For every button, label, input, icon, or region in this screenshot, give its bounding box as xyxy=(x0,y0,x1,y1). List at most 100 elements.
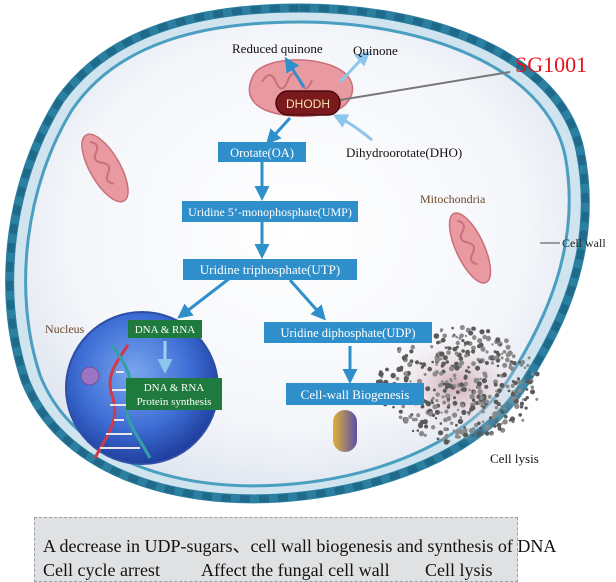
debris-particle xyxy=(496,352,501,357)
debris-particle xyxy=(454,365,460,371)
debris-particle xyxy=(505,384,510,389)
debris-particle xyxy=(515,392,519,396)
debris-particle xyxy=(452,429,455,432)
dna-rna-label: DNA & RNA xyxy=(135,324,196,336)
debris-particle xyxy=(434,417,438,420)
debris-particle xyxy=(409,349,414,354)
debris-particle xyxy=(471,349,476,354)
debris-particle xyxy=(467,413,471,416)
debris-particle xyxy=(439,371,444,376)
debris-particle xyxy=(423,373,427,376)
debris-particle xyxy=(438,430,444,436)
debris-particle xyxy=(459,416,463,419)
debris-particle xyxy=(496,364,500,368)
debris-particle xyxy=(444,409,449,414)
debris-particle xyxy=(472,402,477,406)
debris-particle xyxy=(455,423,458,427)
debris-particle xyxy=(443,427,448,432)
debris-particle xyxy=(414,417,418,422)
debris-particle xyxy=(403,416,409,423)
debris-particle xyxy=(495,337,501,343)
debris-particle xyxy=(492,411,498,417)
debris-particle xyxy=(510,391,516,397)
debris-particle xyxy=(431,360,435,364)
debris-particle xyxy=(463,374,468,379)
box-orotate[interactable]: Orotate(OA) xyxy=(218,142,306,162)
wall-vesicle xyxy=(333,410,357,452)
debris-particle xyxy=(461,349,465,353)
box-cell-wall-biogenesis[interactable]: Cell-wall Biogenesis xyxy=(286,383,424,405)
debris-particle xyxy=(521,418,525,422)
debris-particle xyxy=(463,432,468,437)
debris-particle xyxy=(499,343,502,346)
debris-particle xyxy=(497,388,502,393)
debris-particle xyxy=(434,404,438,408)
debris-particle xyxy=(502,350,507,354)
debris-particle xyxy=(476,381,482,387)
summary-panel: A decrease in UDP-sugars、cell wall bioge… xyxy=(34,517,556,582)
debris-particle xyxy=(508,362,513,366)
box-dna-rna[interactable]: DNA & RNA xyxy=(128,320,202,338)
debris-particle xyxy=(449,377,452,381)
debris-particle xyxy=(450,421,454,425)
debris-particle xyxy=(482,371,486,375)
debris-particle xyxy=(464,369,469,373)
debris-particle xyxy=(525,379,530,384)
debris-particle xyxy=(518,360,521,364)
debris-particle xyxy=(435,392,440,397)
debris-particle xyxy=(502,372,507,377)
debris-particle xyxy=(486,329,491,334)
debris-particle xyxy=(430,345,434,349)
debris-particle xyxy=(404,354,409,358)
debris-particle xyxy=(421,362,427,367)
box-dna-rna-protein-synthesis[interactable]: DNA & RNA Protein synthesis xyxy=(126,378,222,410)
debris-particle xyxy=(458,356,464,361)
debris-particle xyxy=(459,333,464,339)
dho-label: Dihydroorotate(DHO) xyxy=(346,145,462,160)
debris-particle xyxy=(496,423,500,427)
nucleus-label: Nucleus xyxy=(45,322,85,336)
box-utp[interactable]: Uridine triphosphate(UTP) xyxy=(183,259,357,280)
debris-particle xyxy=(425,386,431,392)
debris-particle xyxy=(403,378,409,383)
debris-particle xyxy=(477,421,481,426)
debris-particle xyxy=(409,380,412,383)
debris-particle xyxy=(504,338,509,344)
debris-particle xyxy=(494,420,498,424)
debris-particle xyxy=(459,382,464,387)
debris-particle xyxy=(505,344,511,350)
debris-particle xyxy=(471,345,476,351)
debris-particle xyxy=(525,388,529,391)
effect-cell-cycle-arrest: Cell cycle arrest xyxy=(43,560,160,580)
debris-particle xyxy=(452,373,457,378)
debris-particle xyxy=(511,354,516,359)
debris-particle xyxy=(479,377,482,381)
debris-particle xyxy=(398,347,402,350)
effect-cell-lysis: Cell lysis xyxy=(425,560,493,580)
box-udp[interactable]: Uridine diphosphate(UDP) xyxy=(264,322,432,343)
debris-particle xyxy=(442,388,447,393)
debris-particle xyxy=(499,382,505,388)
debris-particle xyxy=(467,366,470,369)
debris-particle xyxy=(471,434,475,438)
dna-rna-synthesis-label: DNA & RNA xyxy=(144,382,205,394)
debris-particle xyxy=(484,375,488,379)
debris-particle xyxy=(481,409,485,414)
quinone-label: Quinone xyxy=(353,43,398,58)
debris-particle xyxy=(442,400,447,405)
debris-particle xyxy=(464,353,468,358)
debris-particle xyxy=(453,384,457,388)
mitochondrion-right xyxy=(448,212,492,284)
debris-particle xyxy=(444,385,449,390)
debris-particle xyxy=(390,372,396,379)
debris-particle xyxy=(517,379,522,385)
debris-particle xyxy=(438,383,442,388)
cell-wall-label: Cell wall xyxy=(562,236,606,250)
box-ump[interactable]: Uridine 5’-monophosphate(UMP) xyxy=(182,201,358,222)
cell-wall-segments xyxy=(6,4,589,503)
dhodh-label: DHODH xyxy=(286,97,330,111)
debris-particle xyxy=(451,412,458,418)
debris-particle xyxy=(445,380,449,384)
debris-particle xyxy=(418,423,424,428)
debris-particle xyxy=(434,409,440,415)
